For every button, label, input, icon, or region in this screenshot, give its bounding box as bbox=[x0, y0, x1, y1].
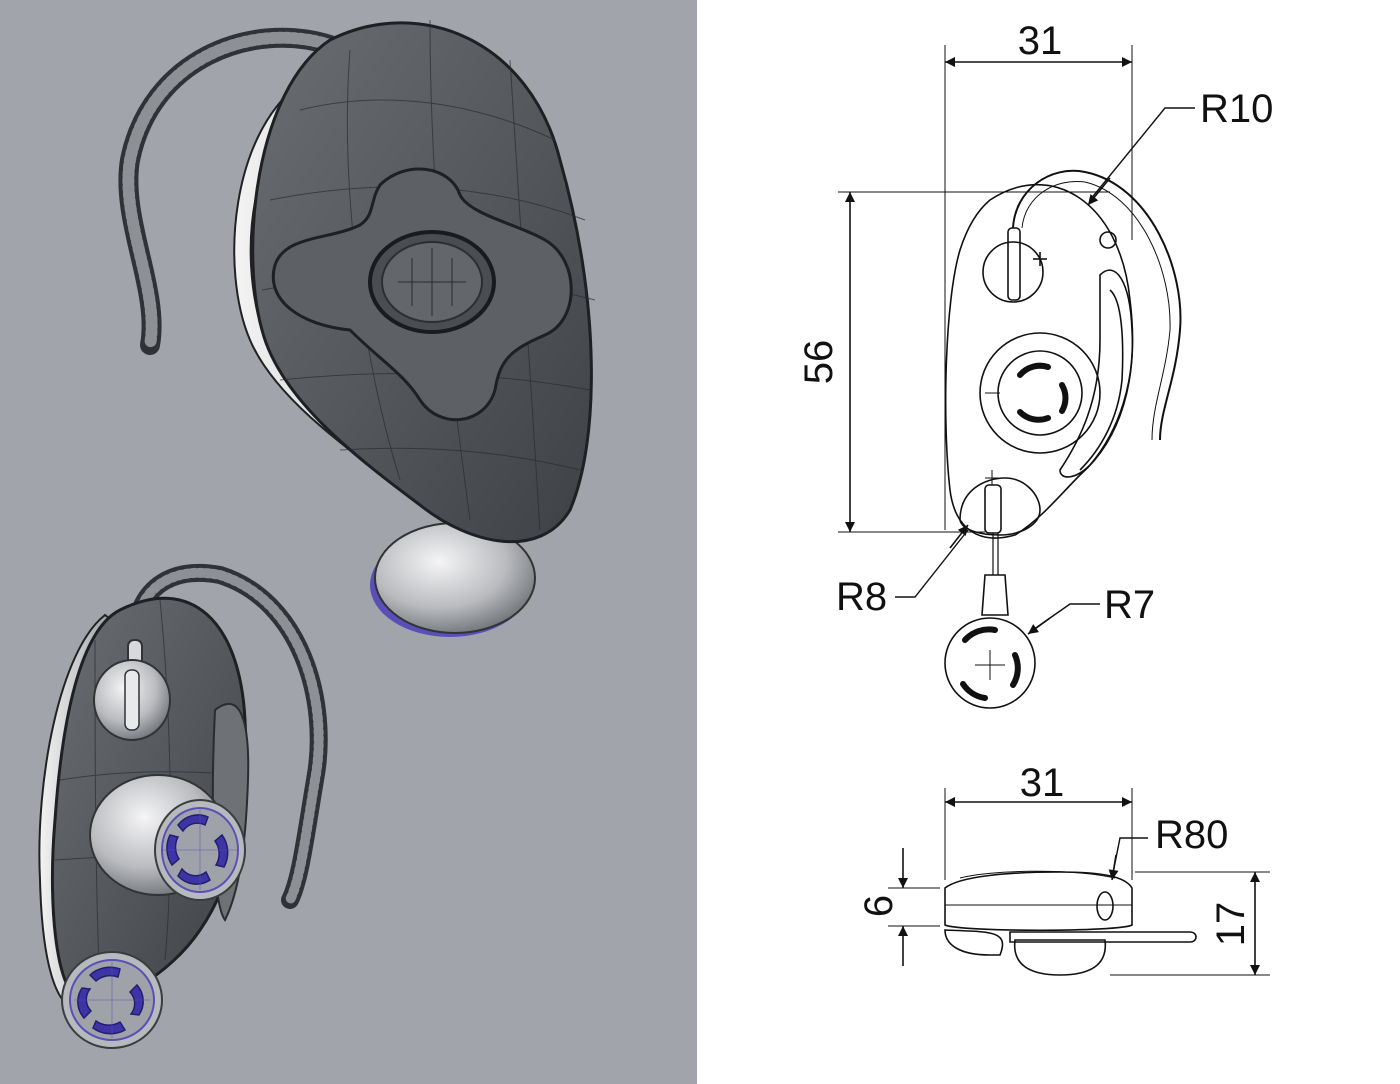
front-view bbox=[838, 45, 1195, 709]
side-earbud bbox=[944, 929, 1004, 956]
bottom-earbud-slots bbox=[166, 814, 229, 885]
top-headset bbox=[118, 19, 596, 637]
front-body-outline bbox=[944, 183, 1134, 539]
side-view bbox=[888, 788, 1270, 976]
side-hook bbox=[1009, 931, 1197, 943]
radius-earbud-label: R7 bbox=[1104, 583, 1155, 627]
R10-leader bbox=[1089, 107, 1195, 201]
front-width-label: 31 bbox=[1018, 19, 1063, 63]
front-detached-earbud bbox=[944, 617, 1036, 709]
front-ear-hook bbox=[1012, 169, 1182, 441]
side-radius-label: R80 bbox=[1155, 813, 1228, 857]
side-depth-label: 17 bbox=[1209, 902, 1253, 947]
front-bottom-boss bbox=[959, 477, 1041, 536]
front-height-label: 56 bbox=[797, 340, 841, 385]
front-side-grille bbox=[1059, 269, 1134, 478]
R7-leader bbox=[1029, 603, 1100, 633]
front-mic-circle bbox=[982, 241, 1044, 303]
drawing-panel: 31 56 R10 R8 R7 bbox=[697, 0, 1400, 1084]
bottom-lower-earbud-slots bbox=[77, 966, 144, 1035]
front-earbud-outer bbox=[979, 332, 1101, 454]
side-width-label: 31 bbox=[1020, 761, 1065, 805]
R8-leader bbox=[895, 529, 969, 598]
radius-bottom-label: R8 bbox=[836, 575, 887, 619]
technical-drawing: 31 56 R10 R8 R7 bbox=[797, 19, 1273, 976]
side-thickness-label: 6 bbox=[857, 895, 901, 917]
side-body bbox=[944, 871, 1133, 932]
render-panel bbox=[0, 0, 697, 1084]
render-illustration bbox=[38, 19, 596, 1049]
radius-top-label: R10 bbox=[1200, 87, 1273, 131]
bottom-headset bbox=[38, 563, 328, 1049]
